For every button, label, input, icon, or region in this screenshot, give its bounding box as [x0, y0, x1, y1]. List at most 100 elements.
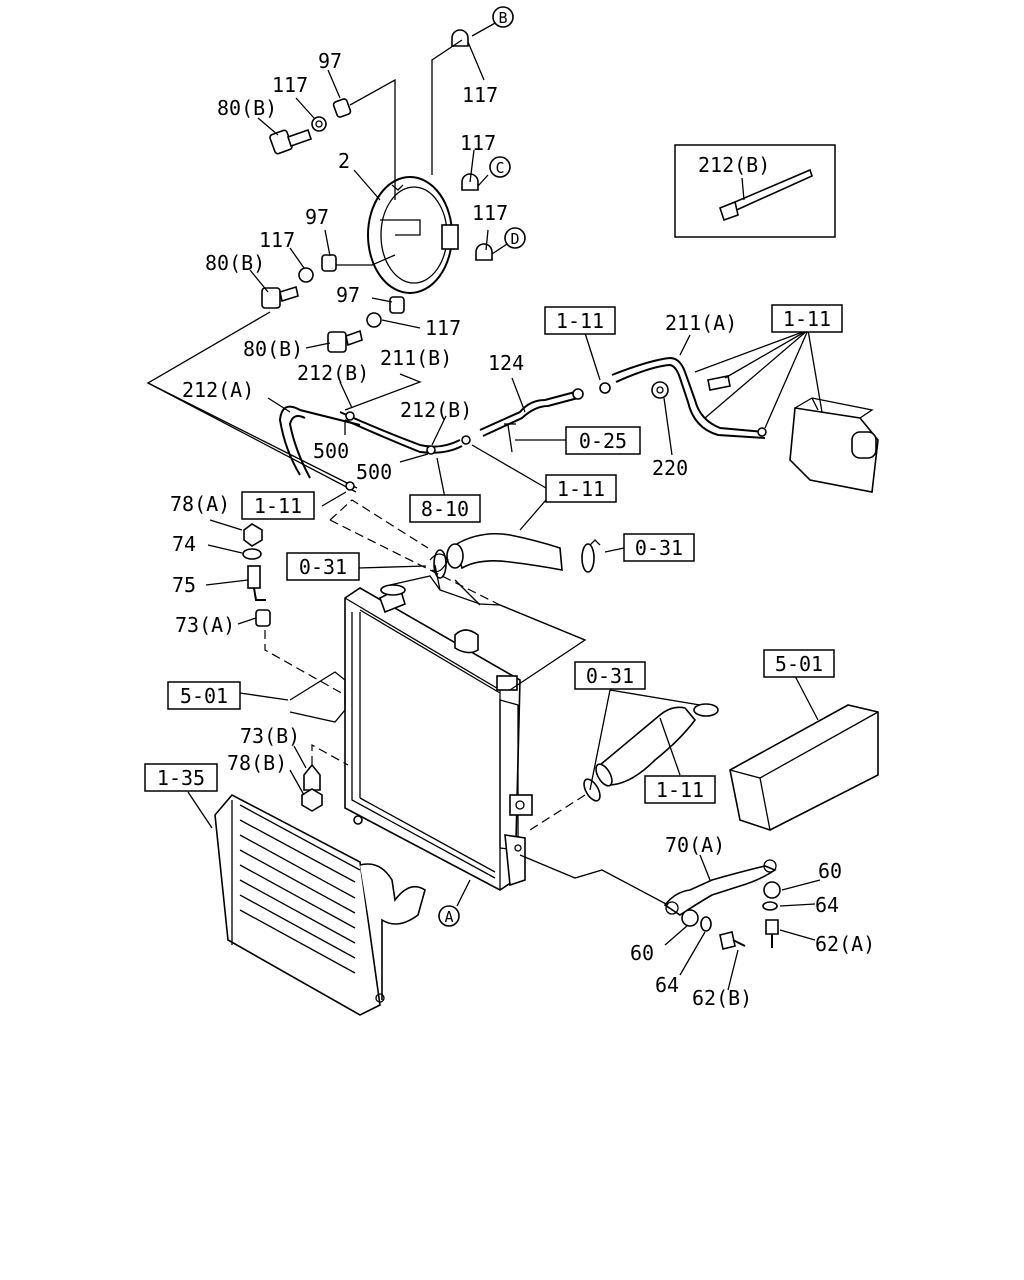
ref-box: 1-11	[771, 304, 843, 333]
ref-box: 0-25	[565, 426, 641, 455]
ref-label: 1-11	[656, 778, 704, 802]
label-212a: 212(A)	[182, 378, 254, 402]
ref-label: 5-01	[180, 684, 228, 708]
ref-box: 5-01	[167, 681, 241, 710]
lower-hose	[529, 689, 719, 831]
label-2: 2	[338, 149, 350, 173]
ref-box: 1-11	[544, 306, 616, 335]
nut-icon	[243, 523, 263, 547]
plug-icon	[255, 609, 271, 627]
mount-rubbers	[289, 743, 349, 812]
circle-marker-c: C	[489, 156, 511, 178]
spacer-icon	[332, 98, 352, 118]
circle-letter: D	[510, 230, 519, 248]
cap-nut-icon	[461, 173, 479, 191]
label-60: 60	[818, 859, 842, 883]
bolt-icon	[261, 287, 281, 309]
circle-letter: A	[444, 908, 453, 926]
washer-icon	[298, 267, 314, 283]
ref-label: 1-11	[557, 477, 605, 501]
intercooler	[187, 791, 426, 1016]
ref-box: 0-31	[623, 533, 695, 562]
label-73a: 73(A)	[175, 613, 235, 637]
washer-icon	[311, 116, 327, 132]
label-117: 117	[425, 316, 461, 340]
label-62a: 62(A)	[815, 932, 875, 956]
label-70a: 70(A)	[665, 833, 725, 857]
label-97: 97	[318, 49, 342, 73]
label-97: 97	[336, 283, 360, 307]
label-78b: 78(B)	[227, 751, 287, 775]
circle-marker-a: A	[438, 905, 460, 927]
label-117: 117	[462, 83, 498, 107]
inset-box-212b	[674, 144, 836, 238]
label-62b: 62(B)	[692, 986, 752, 1010]
label-117: 117	[460, 131, 496, 155]
ref-box: 5-01	[763, 649, 835, 678]
label-117: 117	[272, 73, 308, 97]
ref-box: 8-10	[409, 494, 481, 523]
ref-label: 5-01	[775, 652, 823, 676]
ref-box: 1-11	[545, 474, 617, 503]
spacer-icon	[321, 254, 337, 272]
ref-label: 1-35	[157, 766, 205, 790]
cap-nut-icon	[475, 243, 493, 261]
ref-label: 1-11	[254, 494, 302, 518]
circle-marker-b: B	[492, 6, 514, 28]
ref-label: 0-25	[579, 429, 627, 453]
ref-label: 0-31	[635, 536, 683, 560]
label-97: 97	[305, 205, 329, 229]
label-78a: 78(A)	[170, 492, 230, 516]
reference-boxes: 1-11 1-11 0-25 1-11 1-11 8-10 0-31 0-31	[144, 304, 843, 804]
label-212b: 212(B)	[297, 361, 369, 385]
ref-label: 1-11	[783, 307, 831, 331]
label-500: 500	[313, 439, 349, 463]
label-73b: 73(B)	[240, 724, 300, 748]
ref-label: 1-11	[556, 309, 604, 333]
label-211b: 211(B)	[380, 346, 452, 370]
fan-shroud-ring	[367, 176, 459, 294]
washer-icon	[242, 548, 262, 560]
leaders-upper	[146, 21, 511, 493]
radiator-core	[344, 564, 587, 907]
bolt-icon	[327, 331, 347, 353]
circle-letter: C	[495, 159, 504, 177]
right-bracket	[729, 675, 879, 831]
circle-markers: B C D A	[438, 6, 526, 927]
ref-label: 0-31	[299, 555, 347, 579]
spacer-icon	[389, 296, 405, 314]
label-211a: 211(A)	[665, 311, 737, 335]
reserve-tank	[789, 397, 879, 493]
ref-label: 8-10	[421, 497, 469, 521]
circle-letter: B	[498, 9, 507, 27]
label-80b: 80(B)	[217, 96, 277, 120]
label-64: 64	[815, 893, 839, 917]
ref-box: 0-31	[286, 552, 360, 581]
part-labels: 97 117 80(B) 117 2 117 97 117 117 80(B) …	[170, 49, 875, 1010]
nut-icon	[651, 381, 669, 399]
label-74: 74	[172, 532, 196, 556]
label-64: 64	[655, 973, 679, 997]
washer-icon	[366, 312, 382, 328]
label-500: 500	[356, 460, 392, 484]
ref-box: 1-11	[241, 491, 315, 520]
label-75: 75	[172, 573, 196, 597]
left-bracket	[239, 671, 346, 723]
hoses-upper	[267, 329, 879, 507]
stay-bracket	[519, 854, 821, 991]
cap-nut-icon	[451, 29, 469, 47]
label-212b: 212(B)	[698, 153, 770, 177]
ref-box: 1-11	[644, 775, 716, 804]
circle-marker-d: D	[504, 227, 526, 249]
label-60: 60	[630, 941, 654, 965]
label-117: 117	[472, 201, 508, 225]
ref-box: 1-35	[144, 763, 218, 792]
label-124: 124	[488, 351, 524, 375]
label-80b: 80(B)	[205, 251, 265, 275]
ref-label: 0-31	[586, 664, 634, 688]
ref-box: 0-31	[574, 661, 646, 690]
label-212b: 212(B)	[400, 398, 472, 422]
label-220: 220	[652, 456, 688, 480]
upper-radiator-hose	[329, 481, 625, 606]
